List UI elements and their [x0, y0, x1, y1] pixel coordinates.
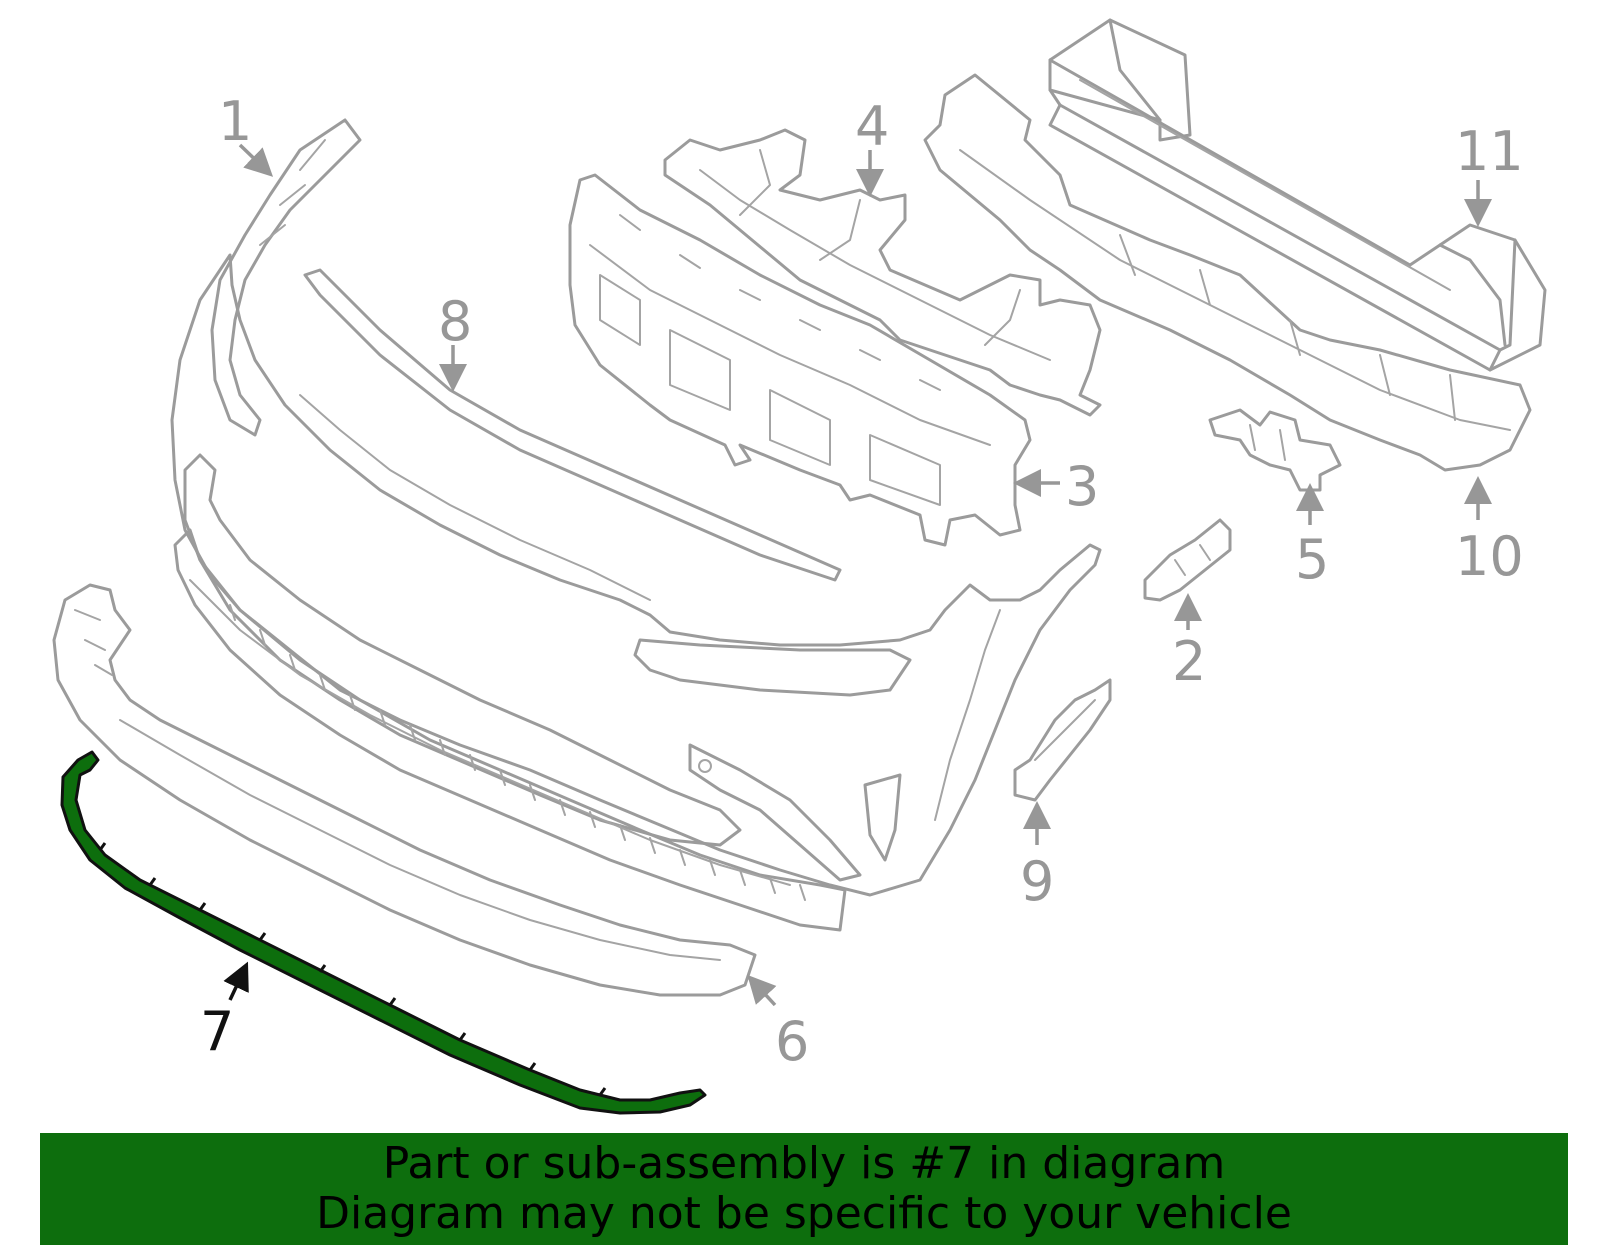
- part-10-energy-absorber: [923, 73, 1532, 472]
- banner-line-1: Part or sub-assembly is #7 in diagram: [382, 1138, 1226, 1189]
- callout-11: 11: [1455, 120, 1524, 183]
- part-1-upper-fascia: [210, 118, 362, 437]
- callout-8: 8: [438, 290, 472, 353]
- arrow-7: [223, 961, 249, 1001]
- part-11-reinforcement-beam: [1048, 18, 1547, 372]
- callout-1: 1: [218, 90, 252, 153]
- callout-4: 4: [855, 95, 889, 158]
- part-5-bracket: [1208, 408, 1342, 492]
- part-7-skid-strip-highlighted: [60, 750, 707, 1115]
- arrow-1: [238, 143, 274, 177]
- callout-3: 3: [1065, 455, 1099, 518]
- part-6-lower-valance: [52, 583, 757, 997]
- info-banner: Part or sub-assembly is #7 in diagram Di…: [40, 1133, 1568, 1245]
- callout-2: 2: [1172, 630, 1206, 693]
- arrow-6: [747, 974, 777, 1007]
- callout-6: 6: [775, 1010, 809, 1073]
- part-3-grille-support: [568, 173, 1032, 547]
- part-2-side-bracket: [1143, 518, 1232, 602]
- callout-9: 9: [1020, 850, 1054, 913]
- part-9-side-trim: [1013, 678, 1112, 802]
- callout-10: 10: [1455, 525, 1524, 588]
- bumper-cover: [170, 253, 1102, 932]
- banner-line-2: Diagram may not be specific to your vehi…: [316, 1188, 1292, 1239]
- callout-7-highlighted: 7: [200, 1000, 234, 1063]
- part-8-trim-strip: [303, 268, 842, 582]
- callout-5: 5: [1295, 528, 1329, 591]
- part-4-upper-carrier: [663, 128, 1102, 417]
